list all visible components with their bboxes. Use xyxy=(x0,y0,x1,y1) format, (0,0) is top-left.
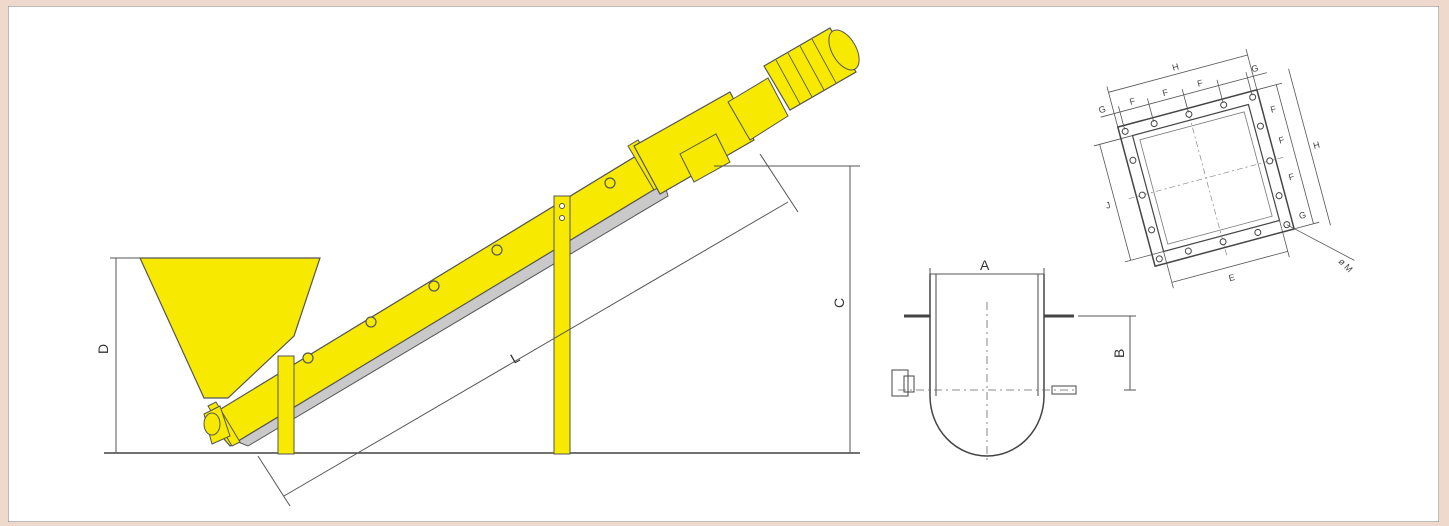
dimension-l xyxy=(257,153,799,507)
technical-drawing: D L C xyxy=(8,6,1439,522)
flange-top-dimensions xyxy=(1100,49,1267,130)
dimension-c xyxy=(714,165,860,453)
discharge-head xyxy=(633,91,755,195)
outlet-flange-view: H G F F F G H F F F G J E xyxy=(1093,49,1355,289)
inlet-end-cap xyxy=(203,412,221,436)
clamp-left xyxy=(891,369,909,397)
leg-bolt-bottom xyxy=(559,215,565,221)
label-f-r3: F xyxy=(1287,171,1295,182)
label-e: E xyxy=(1228,272,1236,283)
label-d: D xyxy=(95,344,111,354)
label-f-r1: F xyxy=(1269,104,1277,115)
leg-bolt-top xyxy=(559,203,565,209)
feed-hopper xyxy=(139,257,321,399)
flange-right-dimensions xyxy=(1256,68,1331,230)
support-leg-rear xyxy=(553,195,571,455)
label-g-r: G xyxy=(1298,210,1307,221)
label-f-r2: F xyxy=(1278,134,1286,145)
clamp-left-inner xyxy=(903,375,915,393)
flange-opening-inner xyxy=(1139,111,1273,245)
label-c: C xyxy=(831,298,847,308)
conveyor-side-view: D L C xyxy=(95,27,860,507)
label-j: J xyxy=(1105,200,1112,211)
trough-cross-section: A B xyxy=(891,257,1136,462)
flange-bottom-dimension xyxy=(1163,220,1290,289)
dimension-d xyxy=(110,257,140,453)
motor-fins xyxy=(775,38,837,105)
clamp-right xyxy=(1051,385,1077,395)
flange-centre-horizontal xyxy=(1128,156,1284,200)
support-leg-front xyxy=(277,355,295,455)
label-b: B xyxy=(1111,349,1127,358)
flange-bolt-holes xyxy=(1121,93,1291,263)
drawing-frame: D L C xyxy=(8,6,1439,522)
tube-bolts xyxy=(302,177,616,364)
dimension-b xyxy=(1078,315,1136,391)
label-h-right: H xyxy=(1312,140,1321,151)
label-f-3: F xyxy=(1196,78,1204,89)
trough-profile xyxy=(929,274,1045,457)
label-h-top: H xyxy=(1171,61,1180,72)
label-g-right: G xyxy=(1250,63,1259,74)
flange-left-dimension xyxy=(1093,135,1164,263)
dimension-a xyxy=(929,268,1045,280)
gearbox xyxy=(727,77,789,141)
label-a: A xyxy=(980,257,990,273)
discharge-outlet xyxy=(679,133,731,183)
label-f-2: F xyxy=(1161,87,1169,98)
label-f-1: F xyxy=(1128,96,1136,107)
label-g-left: G xyxy=(1098,104,1107,115)
motor-fan-cover xyxy=(828,29,860,71)
leader-m xyxy=(1286,224,1355,261)
